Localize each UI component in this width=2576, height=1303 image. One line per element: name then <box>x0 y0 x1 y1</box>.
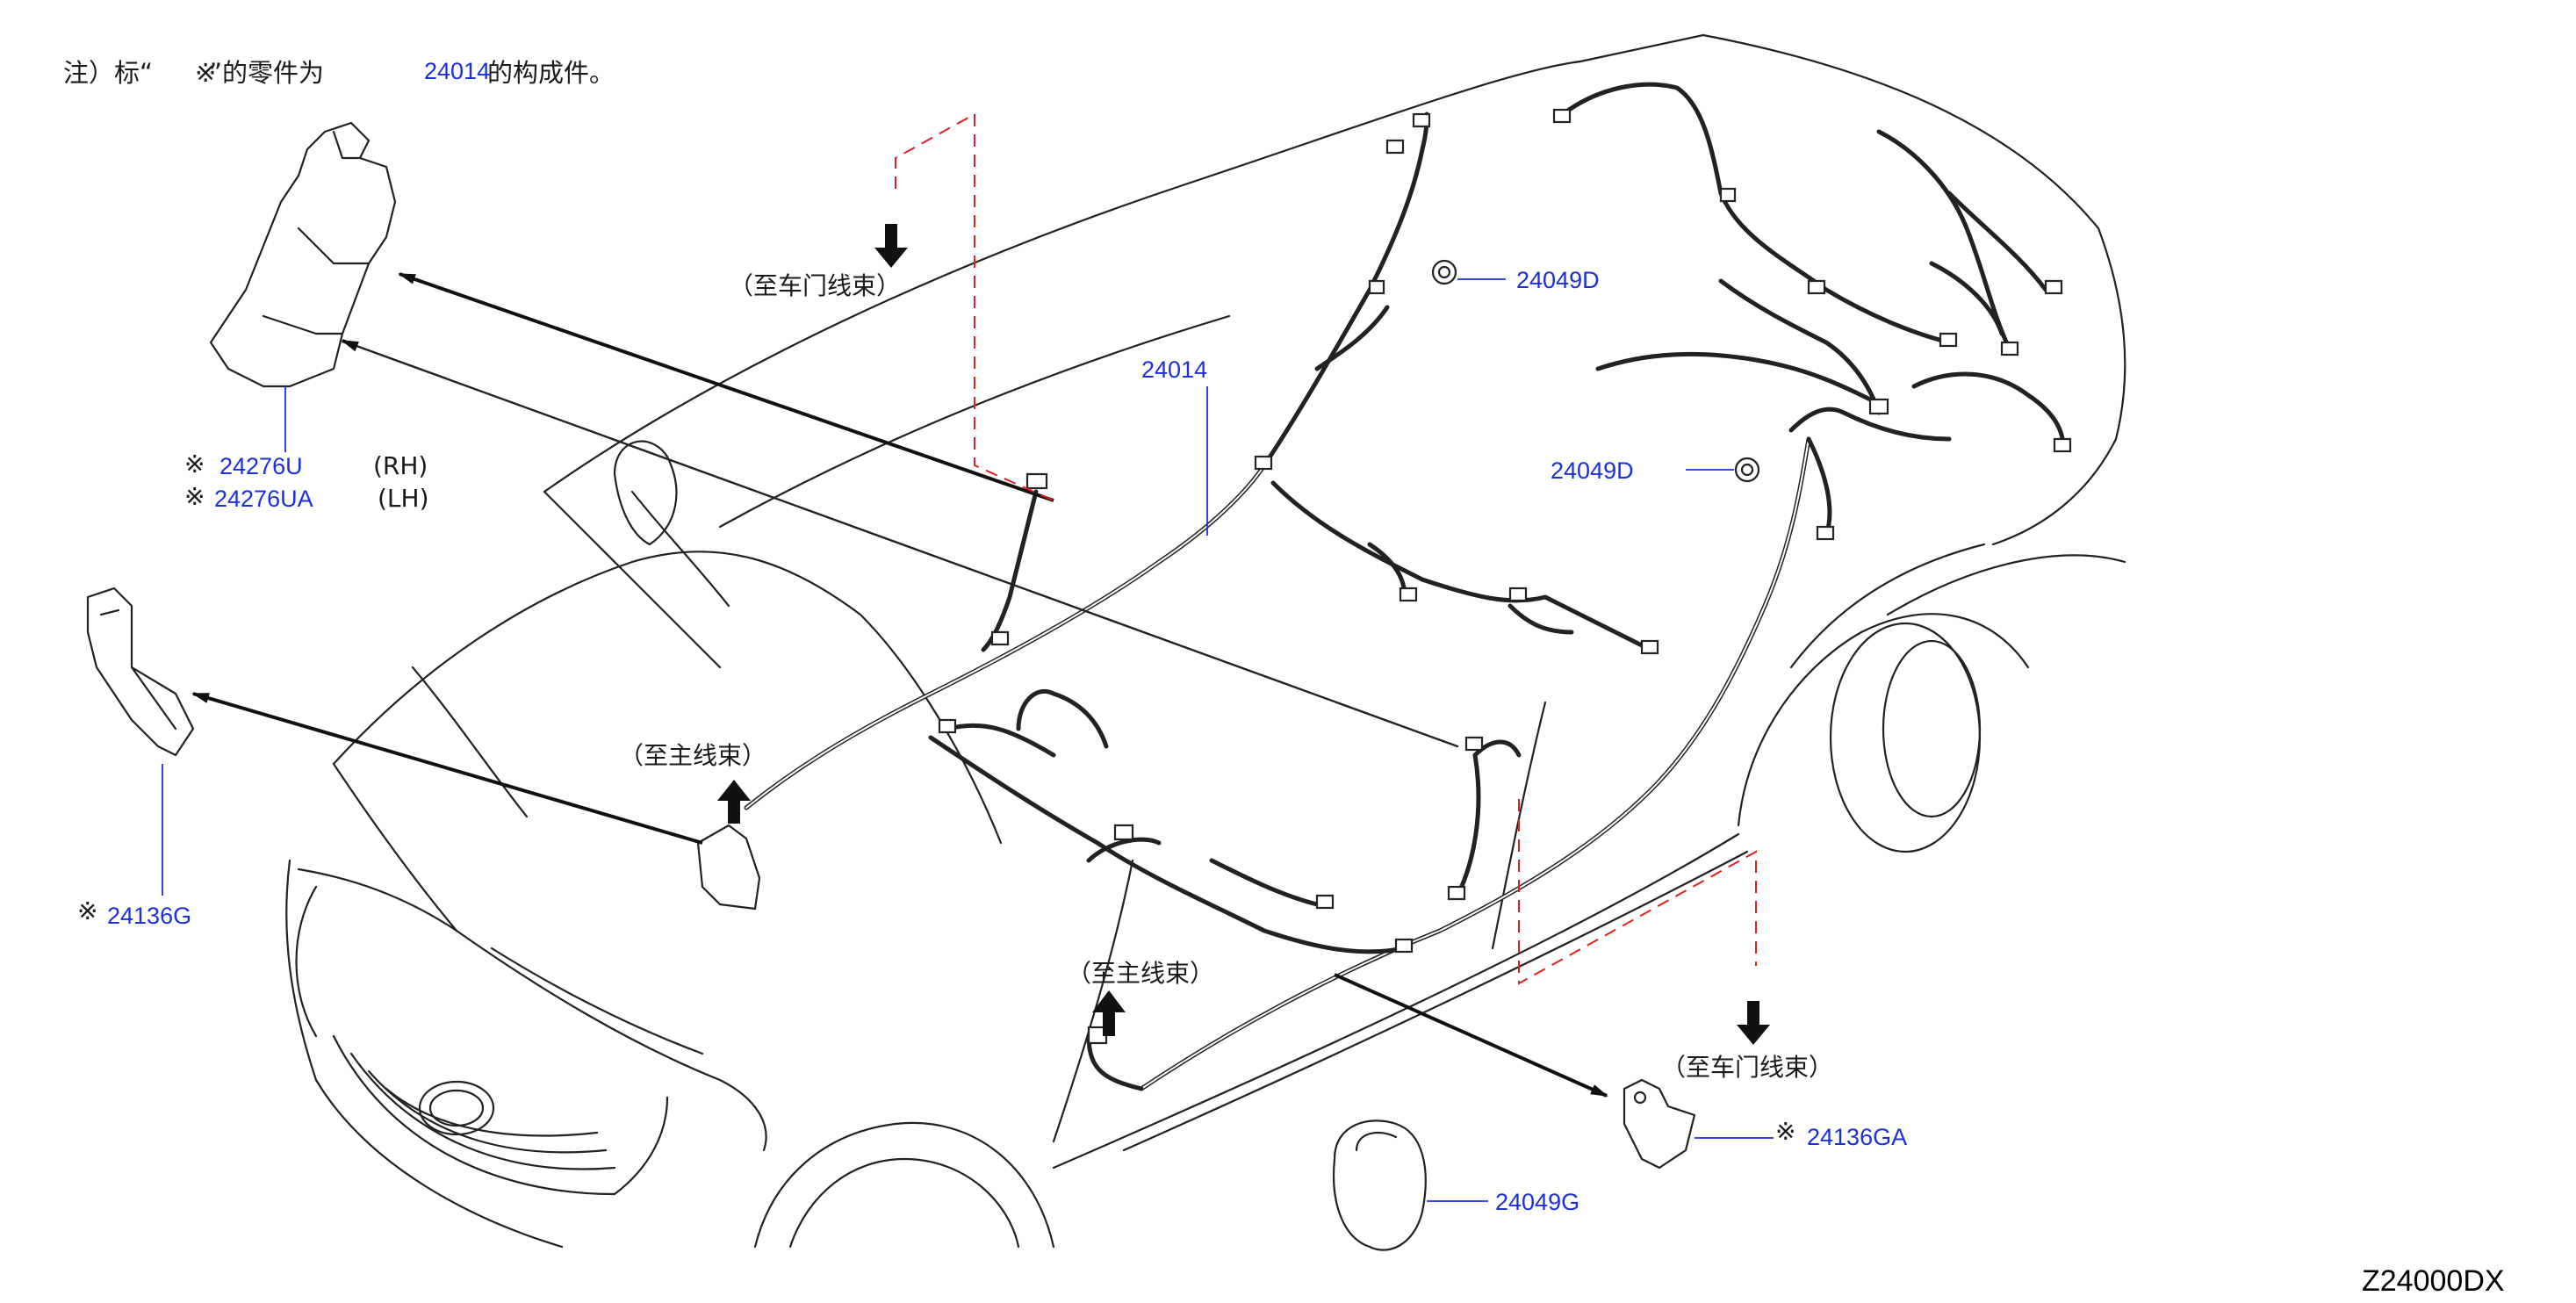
harness-routing <box>744 82 2066 1091</box>
leader-lines <box>162 278 1774 1202</box>
star-24136g: ※ <box>77 896 97 925</box>
label-24136g: 24136G <box>107 903 191 929</box>
label-24049g: 24049G <box>1495 1189 1579 1215</box>
part-24136ga-bracket <box>1623 1078 1696 1170</box>
star-24276u: ※ <box>184 450 205 479</box>
label-24049d-upper: 24049D <box>1516 267 1600 293</box>
label-24136ga: 24136GA <box>1807 1124 1907 1150</box>
label-24049d-lower: 24049D <box>1551 457 1634 484</box>
star-24136ga: ※ <box>1775 1117 1795 1146</box>
footnote-mark: ※ <box>195 58 216 88</box>
label-24276u-side: (RH) <box>373 451 428 480</box>
part-24049d-upper <box>1431 259 1457 285</box>
part-24049g-plug <box>1333 1119 1427 1251</box>
label-24014: 24014 <box>1141 356 1207 383</box>
footnote-middle: ”的零件为 <box>209 58 324 88</box>
part-24136g-bracket <box>86 587 195 757</box>
footnote-suffix: 的构成件。 <box>487 58 615 88</box>
footnote-part-ref: 24014 <box>424 58 490 84</box>
part-junction-block-left <box>696 824 761 911</box>
label-24276ua-side: (LH) <box>378 484 429 513</box>
block-arrows <box>717 224 1770 1045</box>
dashed-guides <box>895 112 1757 985</box>
label-24276ua: 24276UA <box>214 486 313 512</box>
diagram-code: Z24000DX <box>2362 1264 2505 1298</box>
arrow-up-left <box>717 780 751 824</box>
part-24049d-lower <box>1734 457 1760 483</box>
label-24276u: 24276U <box>219 453 303 479</box>
car-body-outline <box>285 33 2126 1249</box>
footnote-prefix: 注）标“ <box>63 58 153 88</box>
label-to-door-harness-bottom: （至车门线束） <box>1661 1053 1833 1082</box>
pointer-arrows <box>191 272 1608 1098</box>
arrow-down-bottom <box>1737 1001 1770 1045</box>
arrow-up-center <box>1092 990 1126 1036</box>
part-24276u-bracket <box>209 121 397 388</box>
arrow-down-top <box>874 224 908 268</box>
label-to-main-harness-center: （至主线束） <box>1067 959 1214 988</box>
harness-connectors <box>938 108 2072 1045</box>
star-24276ua: ※ <box>184 482 205 511</box>
label-to-door-harness-top: （至车门线束） <box>729 271 901 300</box>
label-to-main-harness-left: （至主线束） <box>619 741 766 770</box>
